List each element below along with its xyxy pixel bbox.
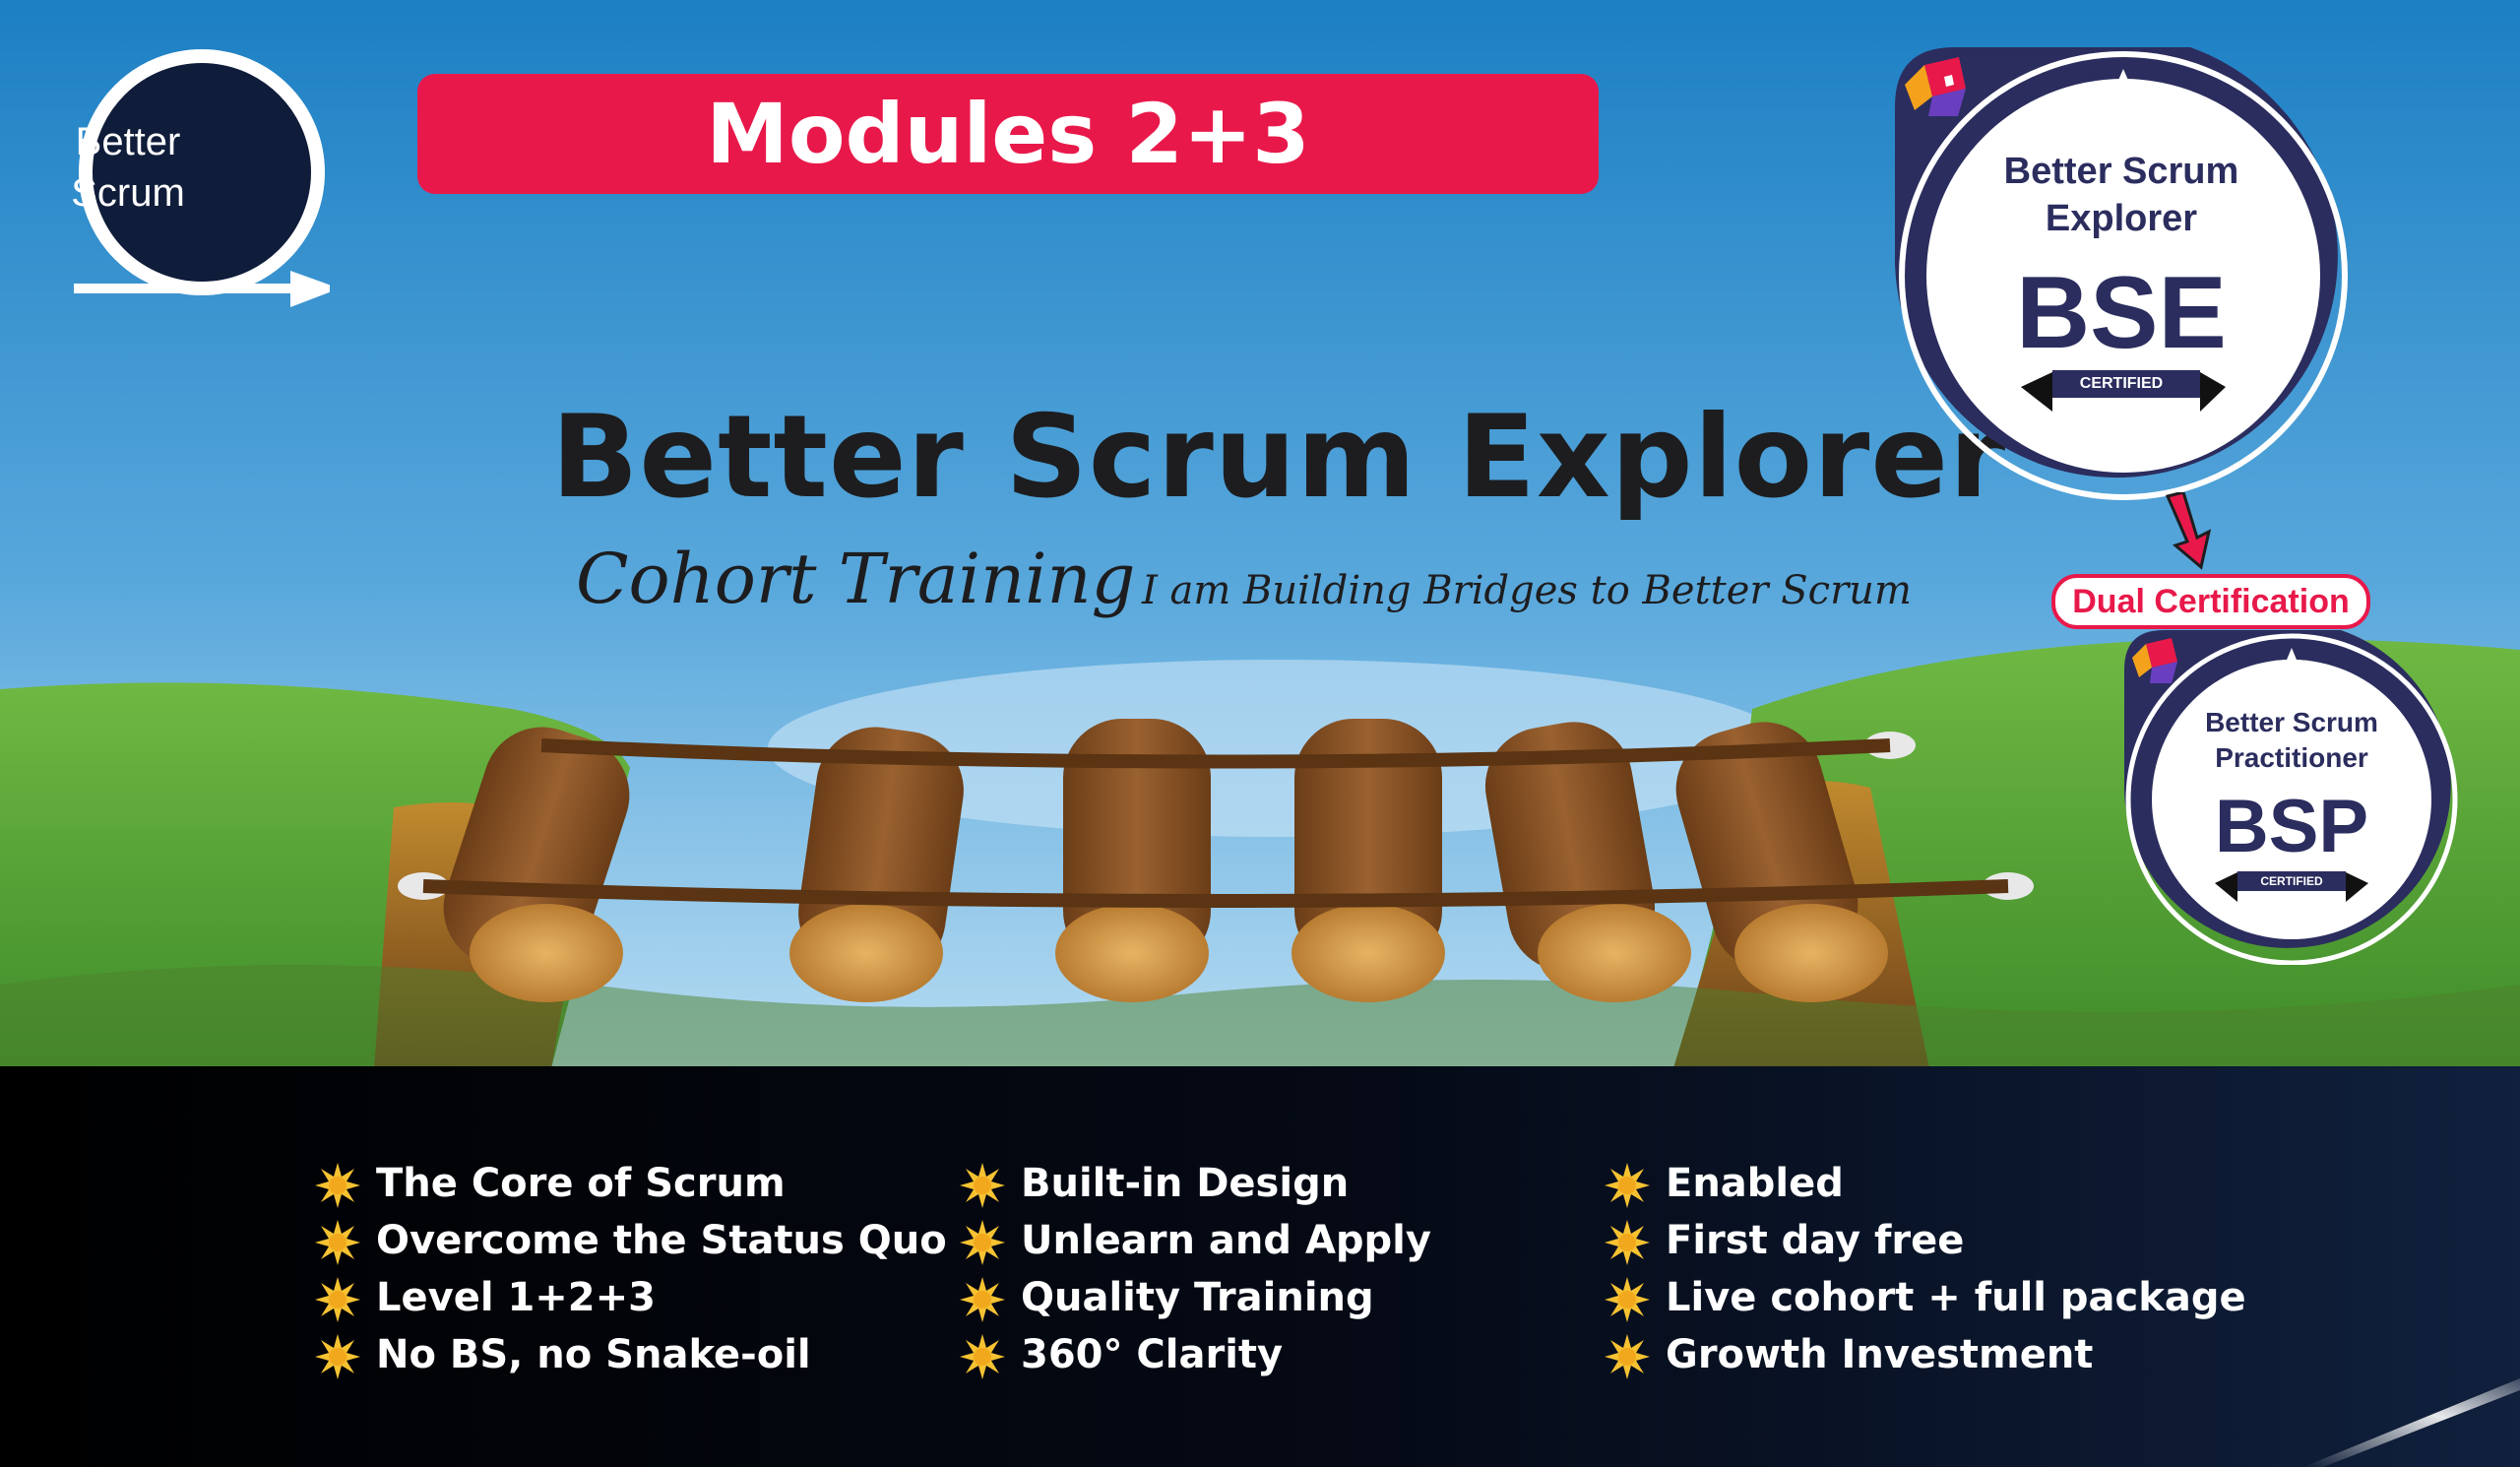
feature-text: The Core of Scrum — [376, 1161, 786, 1206]
modules-banner: Modules 2+3 — [417, 74, 1599, 194]
bse-badge-certified: CERTIFIED — [2079, 375, 2164, 392]
feature-text: Enabled — [1666, 1161, 1844, 1206]
cube-logo-icon — [2132, 638, 2177, 683]
tagline: I am Building Bridges to Better Scrum — [1142, 568, 1912, 613]
feature-text: Unlearn and Apply — [1021, 1218, 1431, 1263]
star-icon — [2274, 648, 2309, 680]
logo-text-line2: Scrum — [71, 171, 185, 215]
modules-banner-label: Modules 2+3 — [706, 86, 1310, 182]
bse-badge: Better Scrum Explorer BSE CERTIFIED — [1895, 47, 2348, 500]
star-icon — [2100, 69, 2147, 112]
bsp-badge-code: BSP — [2214, 785, 2369, 868]
sun-icon — [1605, 1163, 1650, 1208]
feature-text: Level 1+2+3 — [376, 1275, 656, 1320]
feature-text: Overcome the Status Quo — [376, 1218, 947, 1263]
sun-icon — [1605, 1220, 1650, 1265]
bsp-badge-line1: Better Scrum — [2205, 707, 2378, 737]
arrow-down-icon — [2165, 492, 2212, 570]
bsp-badge-certified: CERTIFIED — [2260, 874, 2323, 888]
features-panel: The Core of Scrum Overcome the Status Qu… — [0, 1066, 2520, 1467]
better-scrum-logo — [74, 49, 330, 307]
sun-icon — [1605, 1277, 1650, 1322]
feature-text: First day free — [1666, 1218, 1965, 1263]
feature-text: No BS, no Snake-oil — [376, 1332, 811, 1377]
bse-badge-line1: Better Scrum — [2003, 151, 2239, 192]
bse-badge-emblem — [1895, 47, 2348, 500]
bsp-badge-emblem — [2124, 630, 2458, 965]
feature-text: 360° Clarity — [1021, 1332, 1284, 1377]
feature-text: Built-in Design — [1021, 1161, 1350, 1206]
bse-badge-code: BSE — [2016, 256, 2227, 370]
sun-icon — [960, 1334, 1005, 1379]
subtitle: Cohort Training — [576, 539, 1136, 619]
main-title: Better Scrum Explorer — [551, 391, 2007, 524]
cube-logo-icon — [1905, 57, 1966, 116]
bsp-badge: Better Scrum Practitioner BSP CERTIFIED — [2124, 630, 2459, 965]
sun-icon — [960, 1163, 1005, 1208]
feature-text: Growth Investment — [1666, 1332, 2094, 1377]
sun-icon — [1605, 1334, 1650, 1379]
dual-certification-pill: Dual Certification — [2051, 574, 2370, 629]
light-beam — [2303, 1378, 2520, 1467]
dual-certification-label: Dual Certification — [2072, 583, 2350, 620]
sun-icon — [315, 1334, 360, 1379]
sun-icon — [315, 1163, 360, 1208]
feature-text: Quality Training — [1021, 1275, 1374, 1320]
feature-text: Live cohort + full package — [1666, 1275, 2246, 1320]
logo-text-line1: Better — [75, 120, 181, 163]
bsp-badge-line2: Practitioner — [2215, 742, 2368, 773]
sun-icon — [960, 1277, 1005, 1322]
sun-icon — [960, 1220, 1005, 1265]
bse-badge-line2: Explorer — [2045, 198, 2198, 239]
sun-icon — [315, 1220, 360, 1265]
sun-icon — [315, 1277, 360, 1322]
